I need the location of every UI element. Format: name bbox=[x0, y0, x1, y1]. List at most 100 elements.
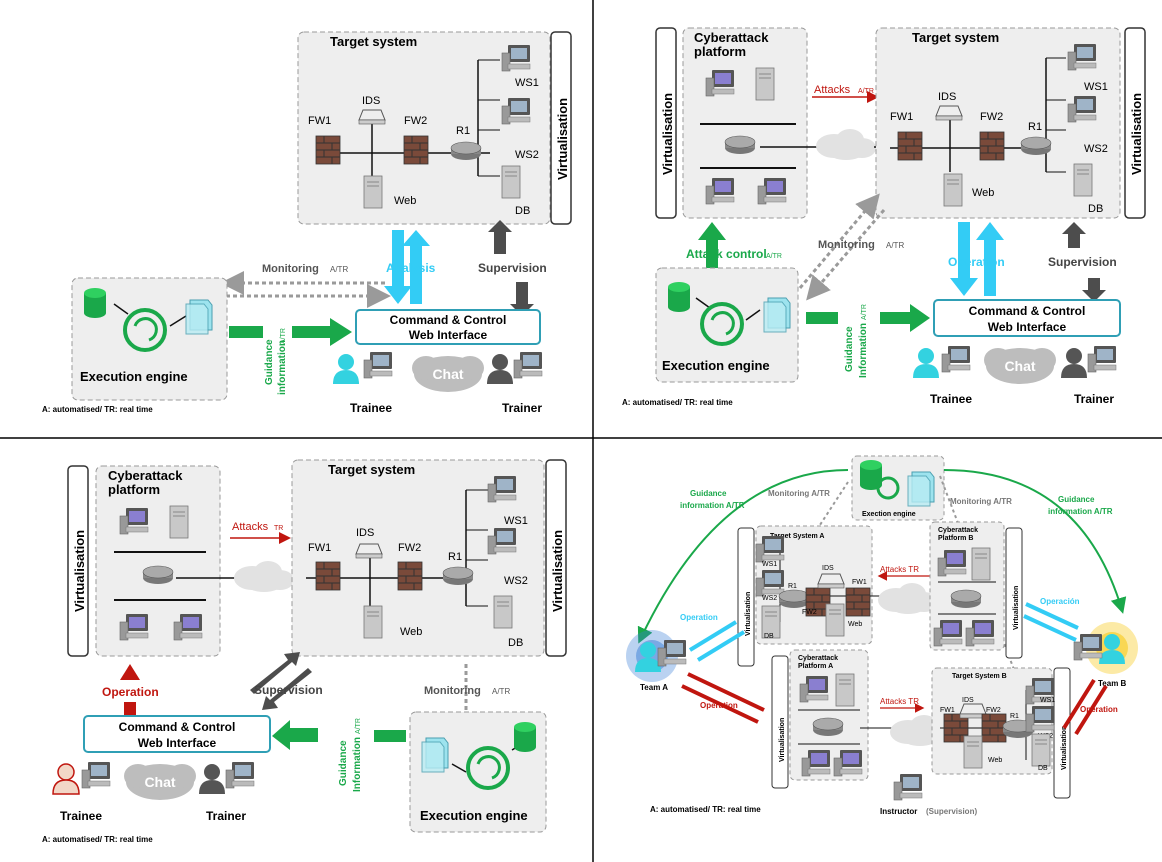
svg-text:R1: R1 bbox=[788, 583, 797, 590]
svg-text:Exection engine: Exection engine bbox=[862, 511, 916, 518]
web-server-icon bbox=[363, 175, 383, 209]
svg-text:DB: DB bbox=[764, 633, 774, 640]
svg-text:Web: Web bbox=[988, 757, 1002, 764]
svg-text:Execution engine: Execution engine bbox=[662, 358, 770, 373]
attack-control-label: Attack control bbox=[686, 247, 767, 261]
r1-label: R1 bbox=[456, 125, 470, 137]
analysis-arrow-down bbox=[384, 230, 412, 304]
svg-text:Execution engine: Execution engine bbox=[420, 808, 528, 823]
svg-text:Guidance: Guidance bbox=[1058, 495, 1095, 504]
svg-text:A/TR: A/TR bbox=[886, 241, 904, 250]
svg-text:information A/TR: information A/TR bbox=[680, 501, 745, 510]
firewall-2-icon bbox=[979, 131, 1005, 161]
svg-text:Target system: Target system bbox=[912, 30, 999, 45]
svg-text:WS1: WS1 bbox=[1040, 697, 1055, 704]
svg-text:Guidance: Guidance bbox=[844, 326, 855, 372]
svg-text:WS1: WS1 bbox=[504, 515, 528, 527]
svg-text:A/TR: A/TR bbox=[861, 304, 868, 320]
svg-text:Operación: Operación bbox=[1040, 597, 1080, 606]
svg-text:Web Interface: Web Interface bbox=[988, 320, 1067, 334]
svg-text:Information: Information bbox=[352, 737, 363, 792]
svg-text:A/TR: A/TR bbox=[492, 687, 510, 696]
svg-text:A/TR: A/TR bbox=[766, 253, 782, 260]
svg-text:Web Interface: Web Interface bbox=[409, 328, 488, 342]
database-icon bbox=[84, 288, 106, 318]
svg-text:A/TR: A/TR bbox=[858, 88, 874, 95]
virtualisation-label: Virtualisation bbox=[555, 98, 570, 180]
svg-text:Web: Web bbox=[400, 626, 422, 638]
attack-control-arrow bbox=[698, 222, 726, 300]
footnote: A: automatised/ TR: real time bbox=[42, 405, 153, 414]
svg-text:information: information bbox=[277, 340, 288, 395]
svg-text:A/TR: A/TR bbox=[280, 328, 287, 344]
svg-text:TR: TR bbox=[274, 525, 283, 532]
svg-text:WS2: WS2 bbox=[1084, 143, 1108, 155]
svg-text:Target System B: Target System B bbox=[952, 673, 1007, 680]
panel-2: Virtualisation Cyberattack platform Atta… bbox=[622, 27, 1146, 407]
engine-icon bbox=[876, 476, 900, 500]
svg-text:Chat: Chat bbox=[144, 774, 175, 790]
svg-text:Attacks: Attacks bbox=[232, 521, 269, 533]
svg-text:Operation: Operation bbox=[1080, 705, 1118, 714]
monitoring-label: Monitoring bbox=[262, 263, 319, 275]
svg-text:Platform B: Platform B bbox=[938, 535, 973, 542]
svg-text:Chat: Chat bbox=[1004, 358, 1035, 374]
supervision-arrow-up bbox=[488, 220, 512, 254]
command-control-box[interactable] bbox=[355, 309, 541, 345]
trainer-avatar bbox=[199, 764, 225, 794]
trainee-avatar bbox=[333, 354, 359, 384]
svg-text:A/TR: A/TR bbox=[330, 265, 348, 274]
svg-text:Guidance: Guidance bbox=[338, 740, 349, 786]
svg-text:IDS: IDS bbox=[962, 697, 974, 704]
svg-text:Monitoring: Monitoring bbox=[818, 239, 875, 251]
svg-text:Trainee: Trainee bbox=[60, 809, 102, 823]
svg-text:Team A: Team A bbox=[640, 683, 668, 692]
trainer-label: Trainer bbox=[502, 401, 542, 415]
svg-text:WS1: WS1 bbox=[762, 561, 777, 568]
command-control-box[interactable] bbox=[83, 715, 271, 753]
db-server-icon bbox=[501, 165, 521, 199]
execution-engine-label: Execution engine bbox=[80, 369, 188, 384]
svg-text:Operation: Operation bbox=[680, 613, 718, 622]
virtualisation-right-bar bbox=[1124, 27, 1146, 219]
svg-text:Target System A: Target System A bbox=[770, 533, 824, 540]
svg-text:Attacks TR: Attacks TR bbox=[880, 565, 919, 574]
svg-text:Guidance: Guidance bbox=[690, 489, 727, 498]
svg-text:IDS: IDS bbox=[822, 565, 834, 572]
svg-text:Operation: Operation bbox=[948, 255, 1005, 269]
panel-3: Virtualisation Cyberattack platform Atta… bbox=[42, 459, 567, 844]
trainer-avatar bbox=[487, 354, 513, 384]
attacker-router-icon bbox=[724, 135, 756, 155]
svg-text:Cyberattack: Cyberattack bbox=[108, 468, 183, 483]
svg-text:Operation: Operation bbox=[700, 701, 738, 710]
supervision-label: Supervision bbox=[478, 261, 547, 275]
firewall-1-icon bbox=[315, 135, 341, 165]
svg-text:Virtualisation: Virtualisation bbox=[745, 592, 752, 636]
target-system-label: Target system bbox=[330, 34, 417, 49]
svg-text:(Supervision): (Supervision) bbox=[926, 807, 977, 816]
svg-text:Team B: Team B bbox=[1098, 679, 1127, 688]
target-system-box bbox=[291, 459, 545, 657]
virtualisation-left-bar bbox=[655, 27, 677, 219]
ids-icon bbox=[935, 105, 963, 121]
svg-text:IDS: IDS bbox=[362, 95, 380, 107]
svg-text:platform: platform bbox=[694, 44, 746, 59]
db-server-icon bbox=[1073, 163, 1093, 197]
svg-text:Virtualisation: Virtualisation bbox=[1013, 586, 1020, 630]
guidance-label: Guidance bbox=[264, 339, 275, 385]
chat-label: Chat bbox=[432, 366, 463, 382]
svg-text:DB: DB bbox=[508, 637, 523, 649]
svg-text:FW2: FW2 bbox=[802, 609, 817, 616]
svg-text:Monitoring A/TR: Monitoring A/TR bbox=[950, 497, 1012, 506]
svg-text:Virtualisation: Virtualisation bbox=[1061, 726, 1068, 770]
svg-text:Trainee: Trainee bbox=[930, 392, 972, 406]
attacker-server-icon bbox=[755, 67, 775, 101]
svg-text:Command & Control: Command & Control bbox=[119, 720, 236, 734]
ws2-label: WS2 bbox=[515, 149, 539, 161]
trainee-pc-icon bbox=[363, 351, 393, 379]
svg-text:Information: Information bbox=[858, 323, 869, 378]
svg-text:Web: Web bbox=[848, 621, 862, 628]
svg-text:DB: DB bbox=[1088, 203, 1103, 215]
command-control-box[interactable] bbox=[933, 299, 1121, 337]
svg-text:A/TR: A/TR bbox=[355, 718, 362, 734]
